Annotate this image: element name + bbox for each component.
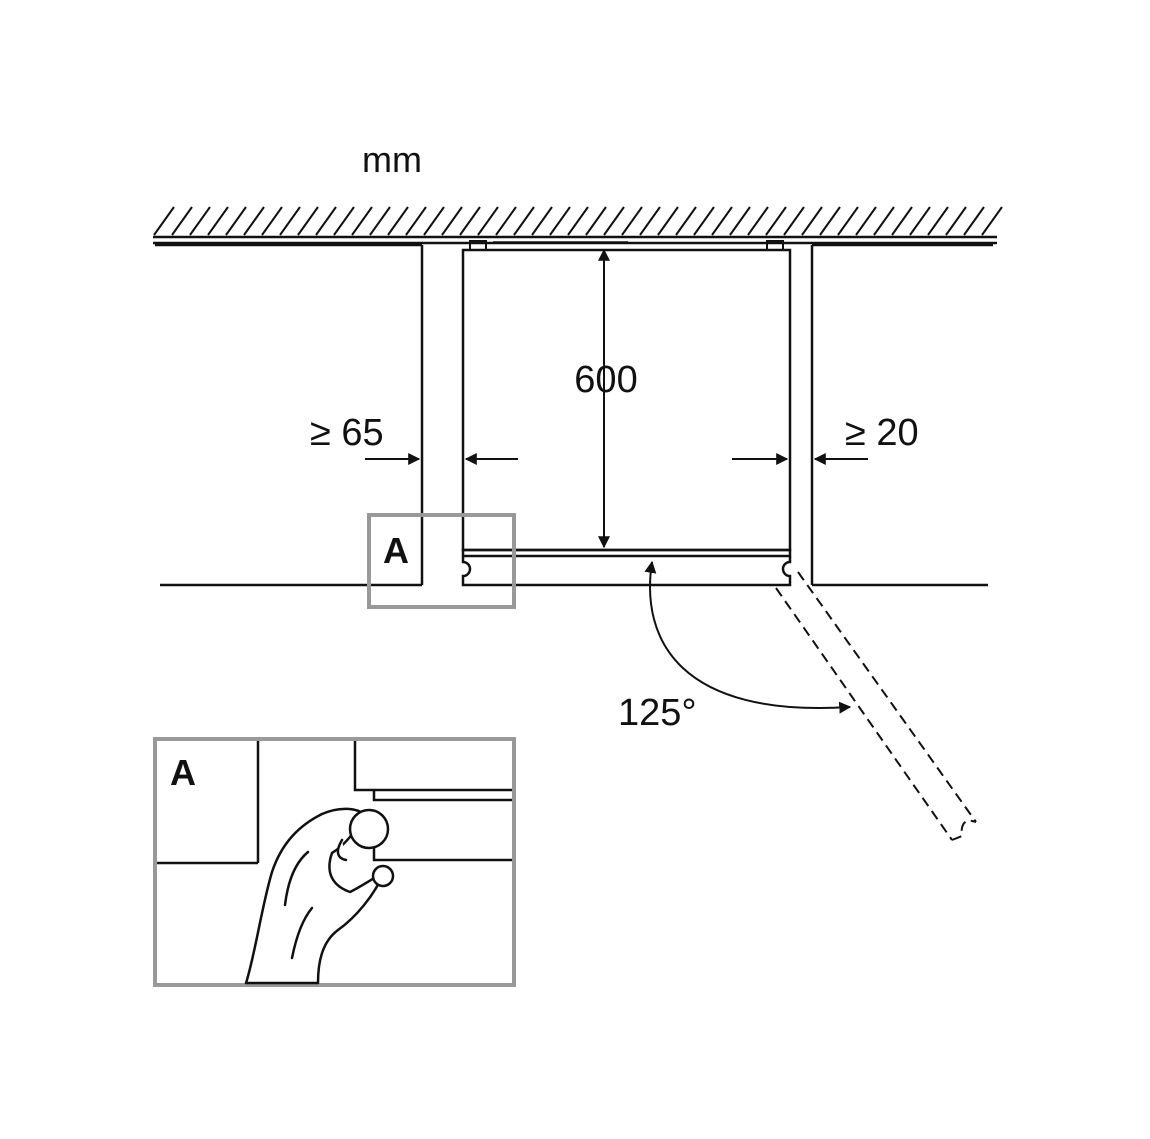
hatch-line: [549, 206, 571, 236]
hatch-line: [225, 206, 247, 236]
hatch-line: [531, 206, 553, 236]
hatch-line: [153, 206, 175, 236]
detail-callout-box: [367, 513, 516, 609]
door-angle-arc: [644, 560, 852, 714]
detail-callout-letter: A: [383, 530, 409, 571]
hatch-line: [909, 206, 931, 236]
hatch-line: [207, 206, 229, 236]
wall-hatching: [153, 206, 1003, 236]
hatch-line: [603, 206, 625, 236]
hatch-line: [441, 206, 463, 236]
hatch-line: [891, 206, 913, 236]
hatch-line: [819, 206, 841, 236]
hatch-line: [261, 206, 283, 236]
hatch-line: [405, 206, 427, 236]
hatch-line: [279, 206, 301, 236]
hatch-line: [459, 206, 481, 236]
hatch-line: [315, 206, 337, 236]
hatch-line: [297, 206, 319, 236]
detail-inset-letter: A: [170, 752, 196, 793]
hatch-line: [513, 206, 535, 236]
hatch-line: [567, 206, 589, 236]
hatch-line: [873, 206, 895, 236]
left-gap-label: ≥ 65: [310, 412, 384, 454]
hand-illustration: [244, 807, 395, 985]
hatch-line: [729, 206, 751, 236]
hatch-line: [639, 206, 661, 236]
hatch-line: [243, 206, 265, 236]
hatch-line: [927, 206, 949, 236]
hatch-line: [693, 206, 715, 236]
hatch-line: [585, 206, 607, 236]
unit-label: mm: [362, 139, 422, 180]
hatch-line: [801, 206, 823, 236]
hatch-line: [621, 206, 643, 236]
hatch-line: [171, 206, 193, 236]
door-angle-label: 125°: [618, 692, 697, 734]
hatch-line: [981, 206, 1003, 236]
hatch-line: [495, 206, 517, 236]
hatch-line: [657, 206, 679, 236]
hatch-line: [711, 206, 733, 236]
hatch-line: [423, 206, 445, 236]
left-cabinet: [155, 243, 424, 587]
right-gap-label: ≥ 20: [845, 412, 919, 454]
hatch-line: [369, 206, 391, 236]
hatch-line: [333, 206, 355, 236]
depth-label: 600: [574, 359, 637, 401]
hatch-line: [747, 206, 769, 236]
hatch-line: [477, 206, 499, 236]
wall: [153, 206, 1003, 245]
hatch-line: [387, 206, 409, 236]
hatch-line: [963, 206, 985, 236]
hatch-line: [945, 206, 967, 236]
hatch-line: [351, 206, 373, 236]
opened-door-outline: [775, 571, 977, 841]
detail-inset: A: [153, 737, 516, 987]
hatch-line: [837, 206, 859, 236]
hatch-line: [675, 206, 697, 236]
hatch-line: [765, 206, 787, 236]
hatch-line: [783, 206, 805, 236]
hatch-line: [855, 206, 877, 236]
hatch-line: [189, 206, 211, 236]
